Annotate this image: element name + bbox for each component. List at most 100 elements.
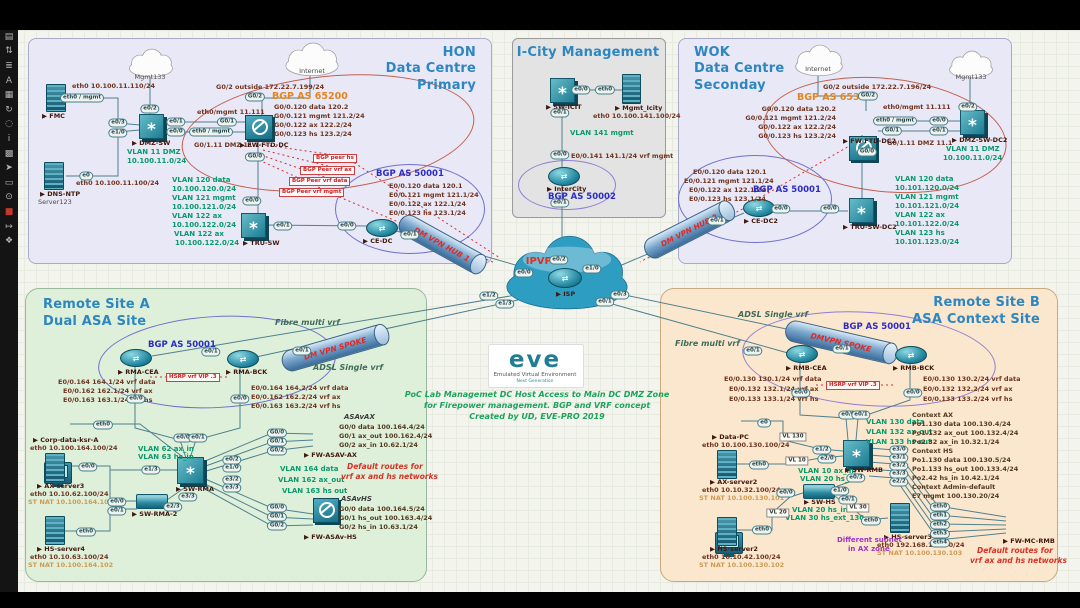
node-ax-server2-icon[interactable] [717,450,737,479]
fullscreen-icon[interactable]: ❖ [4,236,14,247]
node-rma-bck-icon[interactable] [227,350,259,368]
port-badge: e1/2 [479,291,499,301]
port-badge: G0/0 [856,147,878,157]
history-icon[interactable]: ⊙ [5,192,13,203]
diagram-label: Mgmt133 [955,73,987,81]
port-badge: e0/1 [550,108,570,118]
node-fw-ftd-dc-icon[interactable] [245,115,273,140]
node-label: ▶ SW-RMA-2 [132,510,178,518]
lock-icon[interactable]: ■ [4,206,14,217]
port-badge: e0/2 [140,104,160,114]
port-badge: e0/3 [610,290,630,300]
text-objects-icon[interactable]: ≣ [5,60,13,71]
port-badge: e0/0 [166,127,186,137]
diagram-label: 10.101.122.0/24 [895,220,960,228]
node-label: ▶ RMB-BCK [893,364,935,372]
refresh-icon[interactable]: ↻ [5,104,13,115]
diagram-label: E0/0.120 data 120.1 [693,168,767,176]
diagram-label: VLAN 163 hs out [282,487,348,495]
node-fw-asav-ax-icon[interactable] [313,498,339,523]
port-badge: G0/1 [266,512,288,522]
node-label: ▶ RMB-CEA [786,364,827,372]
node-label: ▶ TRU-SW [243,239,280,247]
port-badge: e0/0 [791,388,811,398]
port-badge: e1/3 [141,465,161,475]
diagram-label: 10.100.120.0/24 [172,185,237,193]
node-dns-ntp-icon[interactable] [44,162,64,190]
comment-icon[interactable]: ▭ [4,177,14,188]
diagram-label: eth0 10.10.32.100/24 [702,486,781,494]
network-links-icon[interactable]: ⇅ [5,46,13,57]
port-badge: e0/2 [958,102,978,112]
node-tru-sw-dc2-icon[interactable] [849,198,874,223]
port-badge: e2/2 [889,477,909,487]
bgp-peer-label: BGP Peer vrf mgmt [279,188,345,197]
diagram-label: ST NAT 10.100.164.101 [28,498,114,506]
diagram-label: E0/0.122 ax 122.1/24 [389,200,466,208]
zoom-icon[interactable]: ◌ [5,119,13,130]
diagram-label: VLAN 11 DMZ [127,148,181,156]
node-rma-cea-icon[interactable] [120,349,152,367]
node-label: ▶ SW-HS [804,498,836,506]
port-badge: e0/0 [78,462,98,472]
node-label: ▶ FW-ASAv-HS [304,533,357,541]
port-badge: e0/1 [188,433,208,443]
node-sw-rma-2-icon[interactable] [136,494,168,509]
node-sw-rma-icon[interactable] [177,457,204,484]
node-rmb-cea-icon[interactable] [786,345,818,363]
port-badge: eth0 / mgmt [60,93,104,103]
diagram-label: eth0/mgmt 11.111 [883,103,951,111]
port-badge: e0/0 [929,116,949,126]
diagram-label: ASAvAX [344,413,375,421]
node-hs-server4-icon[interactable] [45,516,65,545]
port-badge: e0/1 [292,346,312,356]
node-sw-rmb-icon[interactable] [843,440,870,467]
diagram-label: G0/0.123 hs 123.2/24 [758,132,836,140]
export-icon[interactable]: ➤ [5,163,13,174]
node-label: ▶ TRU-SW-DC2 [843,223,897,231]
diagram-label: ST NAT 10.100.130.102 [699,561,785,569]
port-badge: e1/0 [222,463,242,473]
node-label: ▶ HS-server4 [37,545,85,553]
node-ax-server3-icon[interactable] [45,453,65,482]
diagram-label: VLAN 20 hs_in [800,475,856,483]
diagram-label: BGP AS 65300 [797,92,873,103]
port-badge: e0/0 [230,394,250,404]
node-label: ▶ Corp-data-ksr-A [33,436,99,444]
diagram-label: in AX zone [848,545,890,553]
devices-icon[interactable]: ▤ [4,31,14,42]
diagram-label: G0/2 outside 172.22.7.199/24 [216,83,325,91]
diagram-label: VLAN 11 DMZ [946,145,1000,153]
node-hs-server3-icon[interactable] [890,503,910,533]
zone-title: Remote Site B [933,295,1040,310]
diagram-label: VLAN 63 hs_in [138,453,194,461]
node-ce-dc-icon[interactable] [366,219,398,237]
port-badge: G0/1 [216,117,238,127]
node-intercity-icon[interactable] [548,167,580,186]
diagram-label: ST NAT 10.100.164.102 [28,561,114,569]
node-dmz-sw-dc2-icon[interactable] [960,110,985,135]
logout-icon[interactable]: ↦ [5,221,13,232]
port-badge: G0/2 [266,521,288,531]
pictures-icon[interactable]: ▦ [4,90,14,101]
node-hs-server2-icon[interactable] [717,517,737,546]
port-badge: e1/0 [830,486,850,496]
diagram-label: E0/0.132 132.2/24 vrf ax [923,385,1013,393]
node-isp-icon[interactable] [548,268,582,288]
label-icon[interactable]: A [5,75,13,86]
node-label: ▶ RMA-BCK [226,368,268,376]
status-icon[interactable]: i [7,133,11,144]
node-mgmt-icity-icon[interactable] [622,74,641,104]
node-label: ▶ FW-MC-RMB [1003,537,1055,545]
port-badge: e0/0 [550,150,570,160]
diagram-label: E0/0.123 hs 123.1/24 [689,195,766,203]
diagram-label: VLAN 141 mgmt [570,129,634,137]
diagram-label: E0/0.163 163.2/24 vrf hs [251,402,341,410]
node-tru-sw-icon[interactable] [241,213,266,238]
node-label: ▶ CE-DC2 [744,217,778,225]
grid-icon[interactable]: ▩ [4,148,14,159]
node-rmb-bck-icon[interactable] [895,346,927,364]
node-dmz-sw-icon[interactable] [139,114,164,139]
